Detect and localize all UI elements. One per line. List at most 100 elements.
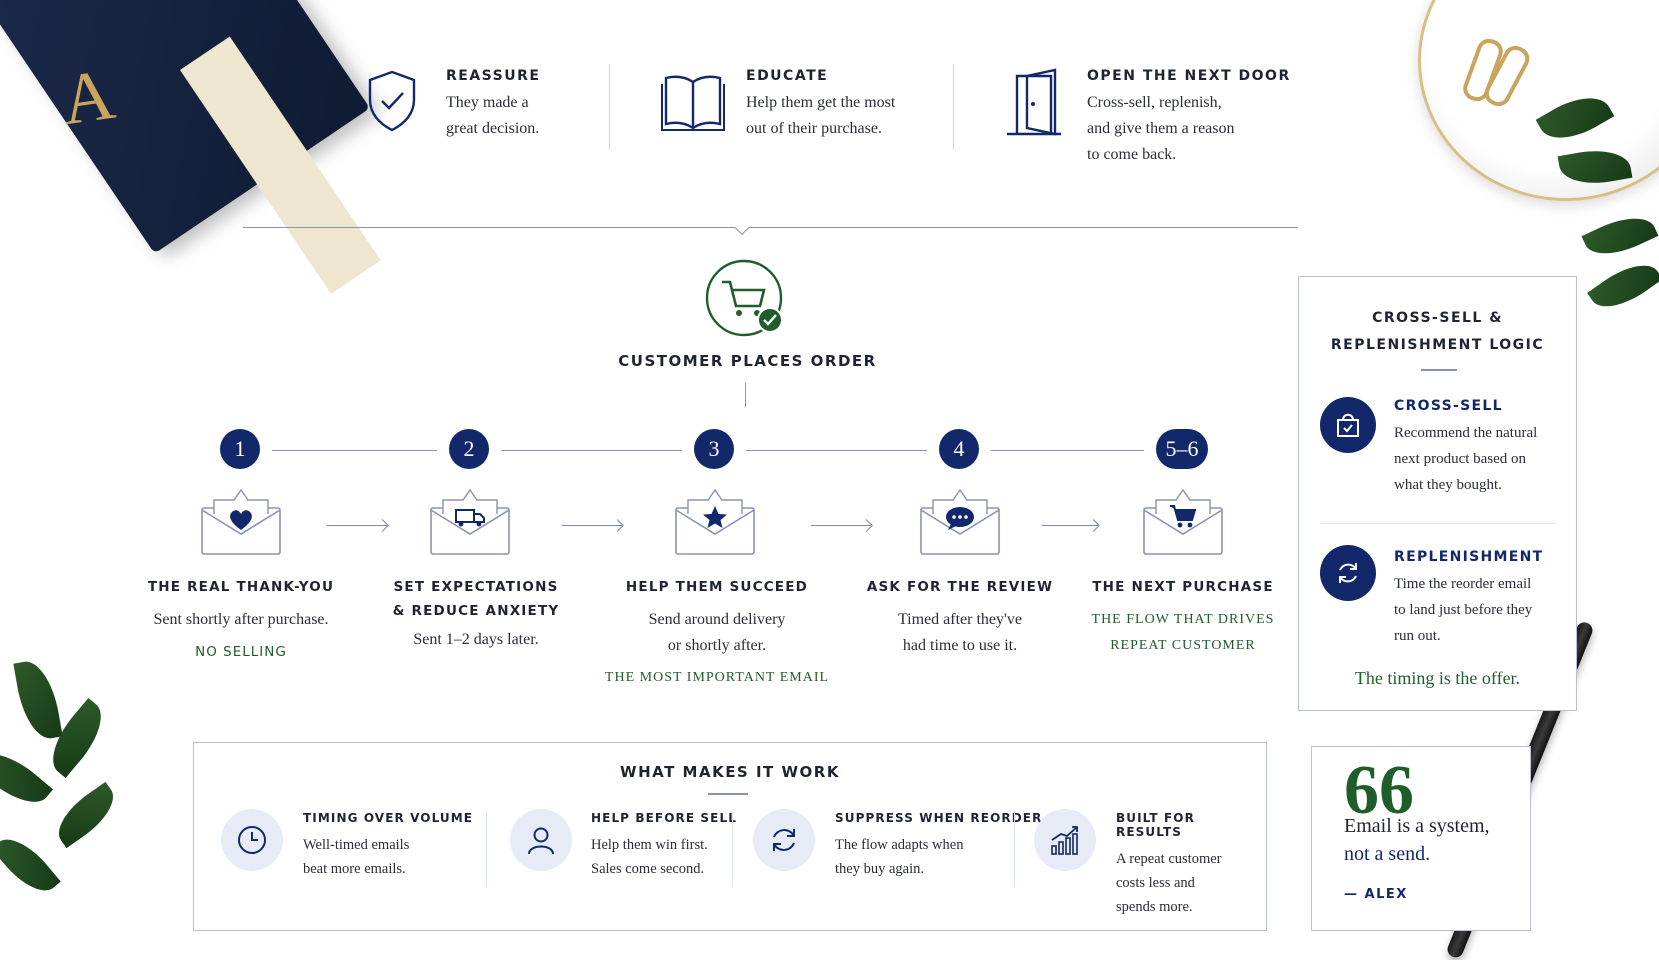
step-title: THE REAL THANK-YOU [147, 579, 335, 595]
panel-title: CROSS-SELL & REPLENISHMENT LOGIC [1299, 305, 1576, 359]
step-text: Sent shortly after purchase. [153, 611, 329, 628]
open-book-icon [661, 75, 725, 131]
panel-title-line: CROSS-SELL & [1372, 310, 1503, 326]
truck-envelope-icon [430, 488, 510, 555]
step-title: SET EXPECTATIONS [393, 579, 559, 595]
quote-line-2: not a send. [1344, 843, 1431, 865]
panel-line: to land just before they [1394, 602, 1533, 618]
timeline-line [501, 450, 682, 451]
work-line: The flow adapts when [835, 837, 964, 853]
pillar-line: and give them a reason [1087, 120, 1235, 137]
work-line: Sales come second. [591, 861, 705, 877]
work-line: spends more. [1116, 899, 1193, 915]
star-envelope-icon [675, 488, 755, 555]
panel-line: Time the reorder email [1394, 576, 1532, 592]
pillar-divider [609, 64, 610, 150]
work-item-title: HELP BEFORE SELL [591, 811, 737, 825]
panel-divider [1321, 523, 1556, 524]
pillar-title: EDUCATE [746, 68, 829, 84]
person-icon [510, 809, 572, 871]
pillar-text: Help them get the most out of their purc… [746, 90, 895, 142]
pillar-line: great decision. [446, 120, 540, 137]
work-line: costs less and [1116, 875, 1195, 891]
pillar-title: REASSURE [446, 68, 541, 84]
work-item-text: The flow adapts when they buy again. [835, 833, 1042, 881]
order-title: CUSTOMER PLACES ORDER [618, 352, 877, 370]
step-title: HELP THEM SUCCEED [625, 579, 809, 595]
panel-rule [1421, 369, 1457, 371]
section-rule [243, 227, 1298, 228]
work-item-suppress: SUPPRESS WHEN REORDER The flow adapts wh… [835, 811, 1042, 881]
panel-tagline: The timing is the offer. [1354, 668, 1521, 688]
pillar-line: to come back. [1087, 146, 1177, 163]
pillar-line: Help them get the most [746, 94, 896, 111]
work-line: Help them win first. [591, 837, 708, 853]
step-note-line: REPEAT CUSTOMER [1110, 638, 1256, 653]
step-note: THE MOST IMPORTANT EMAIL [604, 670, 830, 685]
work-item-title: SUPPRESS WHEN REORDER [835, 811, 1043, 825]
leaf-decoration [48, 781, 124, 849]
work-line: beat more emails. [303, 861, 406, 877]
step-note-line: THE FLOW THAT DRIVES [1091, 612, 1275, 627]
clock-icon [221, 809, 283, 871]
panel-line: next product based on [1394, 451, 1527, 467]
work-item-text: Help them win first. Sales come second. [591, 833, 737, 881]
quote-line-1: Email is a system, [1344, 815, 1490, 837]
quote-author: — ALEX [1344, 887, 1408, 902]
step-title: ASK FOR THE REVIEW [866, 579, 1054, 595]
pillar-line: They made a [446, 94, 529, 111]
step-text-line: had time to use it. [902, 637, 1018, 654]
step-badge-5-6: 5–6 [1156, 429, 1208, 469]
panel-line: run out. [1394, 628, 1441, 644]
work-item-text: Well-timed emails beat more emails. [303, 833, 473, 881]
chat-envelope-icon [920, 488, 1000, 555]
work-line: Well-timed emails [303, 837, 410, 853]
step-text-line: Send around delivery [648, 611, 786, 628]
refresh-icon [1320, 545, 1376, 601]
step-2: SET EXPECTATIONS & REDUCE ANXIETY Sent 1… [356, 575, 596, 653]
cart-check-icon [705, 259, 783, 337]
panel-line: Recommend the natural [1394, 425, 1538, 441]
step-arrow [811, 525, 871, 526]
step-note: THE FLOW THAT DRIVES REPEAT CUSTOMER [1063, 607, 1303, 659]
pillar-title: OPEN THE NEXT DOOR [1087, 68, 1291, 84]
pillar-divider [953, 64, 954, 150]
leaf-decoration [13, 657, 63, 743]
step-text-line: Timed after they've [897, 611, 1023, 628]
pillar-educate: EDUCATE Help them get the most out of th… [660, 68, 895, 142]
quote-mark: 66 [1344, 752, 1414, 829]
step-text-line: or shortly after. [667, 637, 767, 654]
work-item-results: BUILT FOR RESULTS A repeat customer cost… [1116, 811, 1266, 919]
paper-clips-icon [1463, 38, 1530, 107]
work-title: WHAT MAKES IT WORK [620, 763, 840, 781]
pillar-line: out of their purchase. [746, 120, 882, 137]
step-text: Sent 1–2 days later. [413, 631, 539, 648]
panel-line: what they bought. [1394, 477, 1502, 493]
step-badge-4: 4 [939, 429, 979, 469]
section-rule-notch [734, 220, 750, 236]
shield-check-icon [368, 70, 416, 132]
leaf-decoration [1587, 252, 1659, 320]
work-item-title: TIMING OVER VOLUME [303, 811, 474, 825]
pillar-text: Cross-sell, replenish, and give them a r… [1087, 90, 1291, 168]
step-4: ASK FOR THE REVIEW Timed after they've h… [840, 575, 1080, 659]
work-divider [1014, 811, 1015, 887]
panel-item-title: REPLENISHMENT [1394, 549, 1544, 565]
timeline-line [746, 450, 927, 451]
work-item-title: BUILT FOR RESULTS [1116, 811, 1195, 839]
panel-item-title: CROSS-SELL [1394, 398, 1503, 414]
pillar-text: They made a great decision. [446, 90, 540, 142]
cart-envelope-icon [1143, 488, 1223, 555]
work-item-help: HELP BEFORE SELL Help them win first. Sa… [591, 811, 737, 881]
cross-sell-panel: CROSS-SELL & REPLENISHMENT LOGIC CROSS-S… [1298, 276, 1577, 711]
step-arrow [327, 525, 387, 526]
work-line: they buy again. [835, 861, 924, 877]
timeline-line [991, 450, 1144, 451]
work-item-timing: TIMING OVER VOLUME Well-timed emails bea… [303, 811, 473, 881]
quote-card: 66 Email is a system, not a send. — ALEX [1311, 746, 1531, 931]
what-makes-it-work-box: WHAT MAKES IT WORK TIMING OVER VOLUME We… [193, 742, 1267, 931]
panel-item-text: Recommend the natural next product based… [1394, 420, 1569, 498]
shopping-bag-icon [1320, 397, 1376, 453]
work-divider [486, 811, 487, 887]
pillar-reassure: REASSURE They made a great decision. [364, 68, 540, 142]
